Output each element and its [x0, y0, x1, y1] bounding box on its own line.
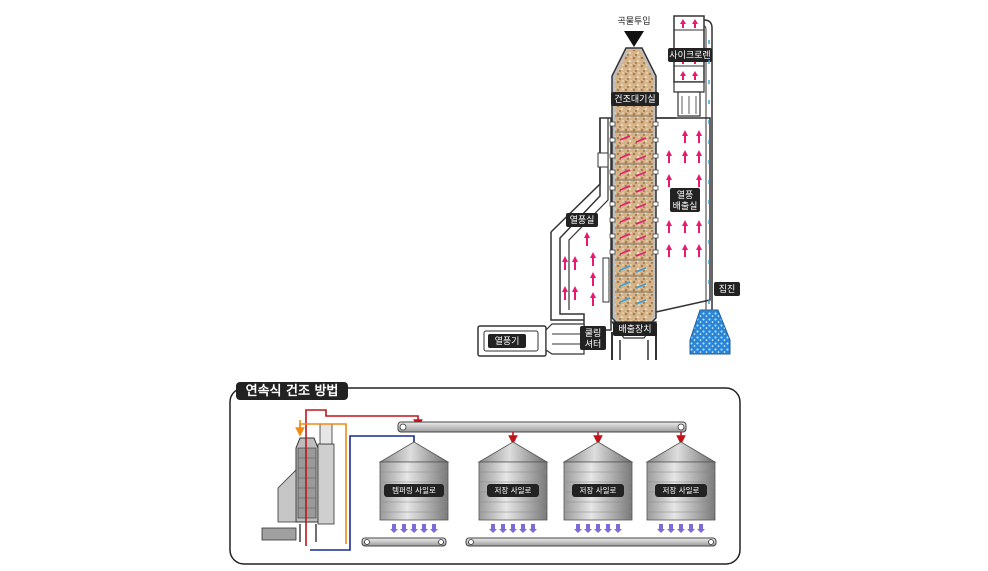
- silo-label: 템퍼링 사일로: [392, 485, 436, 495]
- bottom-conveyor-storage: [465, 537, 717, 547]
- cooling-shutter: 쿨링 셔터: [580, 257, 610, 350]
- heater: 열풍기: [477, 323, 585, 357]
- blue-flow-line: [310, 435, 419, 551]
- orange-flow-line: [295, 423, 347, 544]
- internal-cool-air-arrows: [619, 265, 647, 305]
- dust-collector: 집진: [689, 282, 740, 355]
- exhaust-room: [655, 117, 711, 313]
- internal-hot-air-arrows: [619, 135, 647, 257]
- silo-storage-3: 저장 사일로: [645, 441, 717, 521]
- hot-air-room-label: 열풍실: [570, 215, 595, 226]
- exhaust-room-label-line2: 배출실: [673, 201, 698, 212]
- silo-label: 저장 사일로: [580, 485, 617, 495]
- exhaust-room-label-line1: 열풍: [677, 190, 694, 201]
- bottom-conveyor-tempering: [361, 537, 447, 547]
- heater-label: 열풍기: [495, 336, 520, 347]
- discharge-device-label: 배출장치: [618, 323, 651, 335]
- exhaust-hot-air-arrows: [666, 130, 702, 257]
- grain-input-label: 곡물투입: [617, 15, 650, 27]
- panel-title: 연속식 건조 방법: [246, 383, 339, 399]
- silo-label: 저장 사일로: [495, 485, 532, 495]
- waiting-room-label: 건조대기실: [614, 94, 655, 105]
- top-conveyor: [397, 421, 687, 433]
- silo-storage-1: 저장 사일로: [477, 441, 549, 521]
- cyclone-label: 사이크로렌: [669, 50, 710, 61]
- cooling-shutter-label-line2: 셔터: [585, 339, 602, 350]
- mini-dryer: [261, 423, 335, 542]
- continuous-drying-panel: 연속식 건조 방법: [229, 382, 741, 565]
- dryer-section: 곡물투입 열풍기: [477, 15, 740, 360]
- duct-hot-air-arrows: [562, 232, 596, 306]
- silo-label: 저장 사일로: [663, 485, 700, 495]
- silo-storage-2: 저장 사일로: [562, 441, 634, 521]
- dust-collector-label: 집진: [719, 283, 736, 295]
- grain-input-arrow-icon: [624, 31, 644, 47]
- conveyor-feed-arrows: [508, 432, 686, 445]
- silo-discharge-arrows: [390, 524, 705, 533]
- cooling-shutter-label-line1: 쿨링: [585, 327, 602, 339]
- red-flow-line: [305, 409, 423, 546]
- silo-tempering: 템퍼링 사일로: [378, 441, 450, 521]
